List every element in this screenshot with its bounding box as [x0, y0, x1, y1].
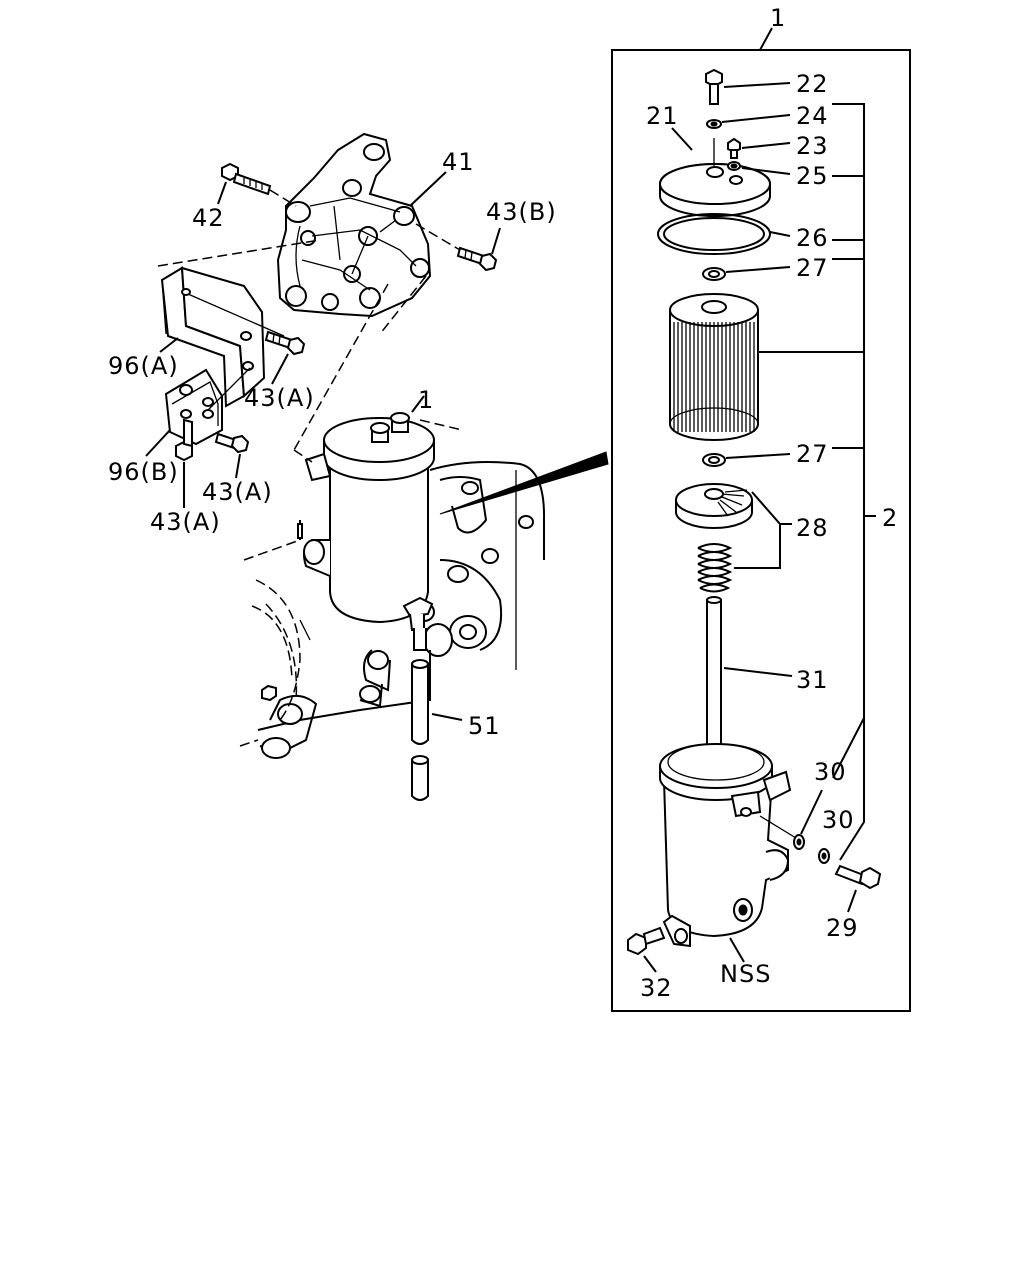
washer-27-upper: [702, 266, 791, 281]
washer-30-a: [759, 789, 823, 850]
filter-element: [669, 293, 759, 441]
bolt-32: [627, 926, 666, 973]
label-27-upper: 27: [796, 254, 829, 282]
filter-bowl-housing: [659, 743, 792, 963]
pipe-51: [411, 628, 463, 801]
gasket-26: [657, 213, 791, 255]
label-43a-bottom: 43(A): [150, 508, 221, 536]
group-2-bracket: [756, 103, 876, 861]
bolt-43b: [415, 223, 501, 272]
label-96b: 96(B): [108, 458, 179, 486]
callout-labels: 1 22 24 21 23 25 26 27 27 2 28 31 30 30 …: [108, 4, 898, 1002]
center-tube-31: [706, 596, 793, 771]
bracket-96b: [145, 367, 251, 457]
label-nss: NSS: [720, 960, 771, 988]
label-22: 22: [796, 70, 829, 98]
label-41: 41: [442, 148, 475, 176]
bolt-22: [705, 68, 791, 105]
mounting-bracket-41: [276, 132, 447, 318]
label-43a-upper: 43(A): [244, 384, 315, 412]
bolt-43a-lower-2: [214, 432, 250, 479]
label-51: 51: [468, 712, 501, 740]
label-42: 42: [192, 204, 225, 232]
bracket-96a: [157, 239, 321, 408]
engine-block: [239, 461, 546, 759]
label-25: 25: [796, 162, 829, 190]
label-1-top: 1: [770, 4, 786, 32]
filter-assembly-installed: [303, 395, 435, 631]
bolt-42: [217, 162, 297, 207]
label-28: 28: [796, 514, 829, 542]
bolt-43a-upper: [264, 330, 306, 385]
seal-25: [727, 161, 791, 175]
label-96a: 96(A): [108, 352, 179, 380]
washer-30-b: [818, 848, 830, 864]
label-1-left: 1: [418, 386, 434, 414]
label-30-left: 30: [814, 758, 847, 786]
label-27-lower: 27: [796, 440, 829, 468]
label-29: 29: [826, 914, 859, 942]
washer-27-lower: [702, 453, 791, 467]
plug-23: [727, 137, 791, 159]
label-43a-right: 43(A): [202, 478, 273, 506]
label-30-right: 30: [822, 806, 855, 834]
label-31: 31: [796, 666, 829, 694]
leader-28: [734, 491, 792, 569]
label-43b: 43(B): [486, 198, 557, 226]
spring-seat-28: [675, 483, 753, 529]
label-26: 26: [796, 224, 829, 252]
label-32: 32: [640, 974, 673, 1002]
assembly-dashed-lines: [293, 275, 463, 463]
bolt-43a-lower-1: [175, 418, 193, 508]
label-23: 23: [796, 132, 829, 160]
spring-28: [697, 543, 733, 593]
washer-24: [706, 114, 791, 129]
label-24: 24: [796, 102, 829, 130]
filter-assembly-detail-box: [611, 27, 911, 1012]
bolt-29: [834, 864, 882, 913]
cover-21: [659, 127, 771, 217]
label-21: 21: [646, 102, 679, 130]
label-2: 2: [882, 504, 898, 532]
